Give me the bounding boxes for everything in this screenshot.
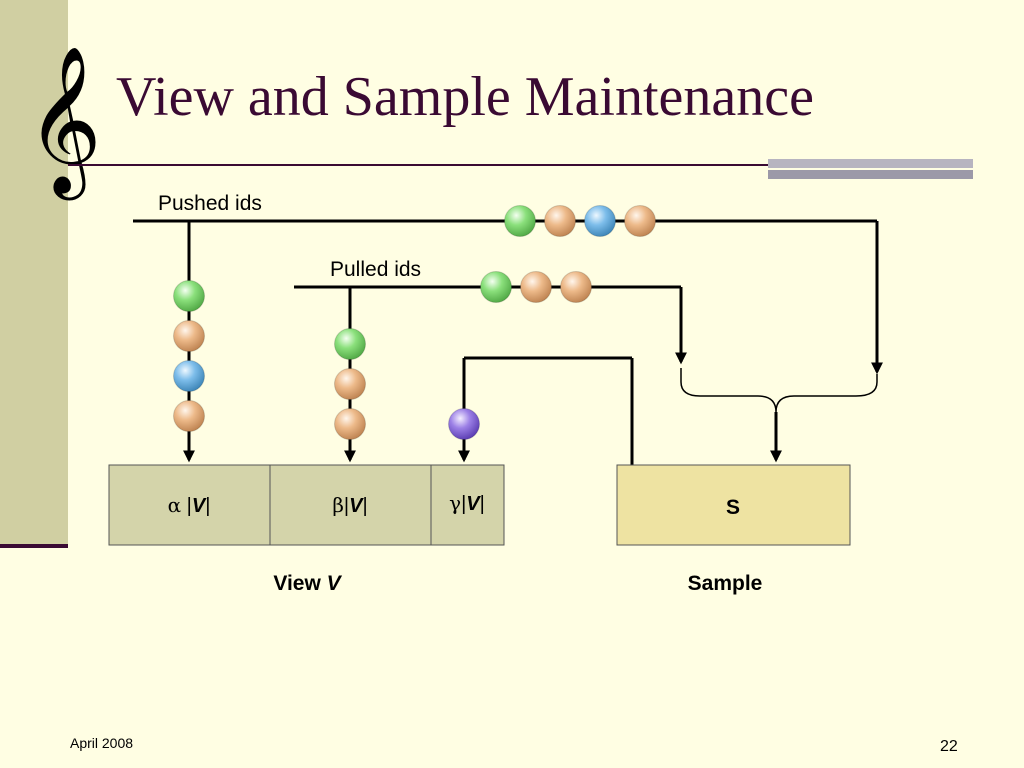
bead-orange bbox=[520, 271, 552, 303]
view-segment-gamma-label: γ|V| bbox=[449, 491, 485, 515]
title-accent-bar bbox=[768, 159, 973, 179]
footer-date: April 2008 bbox=[70, 735, 134, 751]
page-number: 22 bbox=[940, 738, 958, 755]
pushed-ids-label: Pushed ids bbox=[158, 192, 262, 215]
beta-stack-beads bbox=[334, 328, 366, 440]
pushed-ids-connector bbox=[133, 219, 883, 463]
title-underline bbox=[68, 164, 973, 166]
bead-blue bbox=[584, 205, 616, 237]
gamma-stack-beads bbox=[448, 408, 480, 440]
bead-orange bbox=[624, 205, 656, 237]
sample-box-label: S bbox=[726, 496, 740, 519]
bead-orange bbox=[334, 368, 366, 400]
sample-box bbox=[616, 464, 851, 546]
left-band-rule bbox=[0, 544, 68, 548]
treble-clef-icon: 𝄞 bbox=[26, 45, 102, 194]
bead-orange bbox=[334, 408, 366, 440]
pushed-line-beads bbox=[504, 205, 656, 237]
pulled-ids-label: Pulled ids bbox=[330, 258, 421, 281]
view-segment-alpha-label: α |V| bbox=[168, 493, 211, 517]
bead-purple bbox=[448, 408, 480, 440]
bead-green bbox=[334, 328, 366, 360]
bead-blue bbox=[173, 360, 205, 392]
view-segment-beta-label: β|V| bbox=[332, 493, 367, 517]
bead-orange bbox=[173, 320, 205, 352]
bead-orange bbox=[544, 205, 576, 237]
slide-title: View and Sample Maintenance bbox=[116, 66, 814, 128]
bead-orange bbox=[560, 271, 592, 303]
bead-green bbox=[173, 280, 205, 312]
pulled-line-beads bbox=[480, 271, 592, 303]
sample-caption: Sample bbox=[688, 572, 763, 595]
bead-orange bbox=[173, 400, 205, 432]
merge-brace bbox=[680, 368, 878, 413]
bead-green bbox=[504, 205, 536, 237]
left-decor-band bbox=[0, 0, 68, 546]
bead-green bbox=[480, 271, 512, 303]
view-box bbox=[108, 464, 505, 546]
view-caption: View V bbox=[273, 572, 342, 595]
alpha-stack-beads bbox=[173, 280, 205, 432]
sample-feedback-connector bbox=[458, 356, 634, 465]
